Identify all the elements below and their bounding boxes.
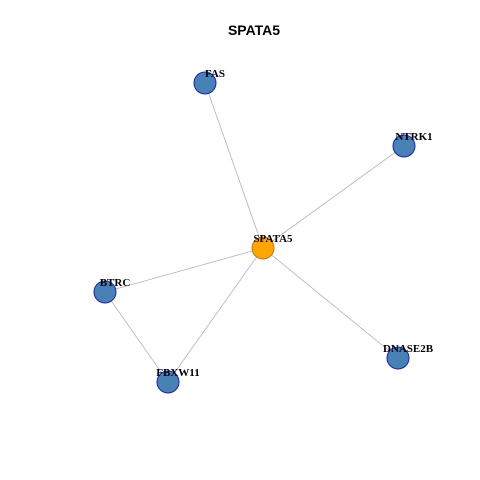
- edges-layer: [104, 82, 405, 383]
- node-label-ntrk1: NTRK1: [395, 131, 432, 143]
- node-label-spata5: SPATA5: [253, 233, 293, 245]
- edge-spata5-fbxw11: [167, 247, 264, 383]
- node-label-fas: FAS: [205, 68, 225, 80]
- node-label-dnase2b: DNASE2B: [383, 343, 434, 355]
- node-btrc: [93, 280, 117, 304]
- edge-btrc-fbxw11: [104, 291, 169, 383]
- node-dnase2b: [386, 346, 410, 370]
- edge-spata5-btrc: [104, 247, 264, 293]
- edge-spata5-dnase2b: [262, 247, 399, 359]
- node-fbxw11: [156, 370, 180, 394]
- edge-spata5-ntrk1: [262, 145, 405, 249]
- node-label-btrc: BTRC: [100, 277, 131, 289]
- nodes-layer: [93, 71, 416, 394]
- edge-spata5-fas: [204, 82, 264, 249]
- node-fas: [193, 71, 217, 95]
- diagram-title: SPATA5: [228, 22, 280, 38]
- node-ntrk1: [392, 134, 416, 158]
- node-label-fbxw11: FBXW11: [156, 367, 199, 379]
- node-spata5: [251, 236, 275, 260]
